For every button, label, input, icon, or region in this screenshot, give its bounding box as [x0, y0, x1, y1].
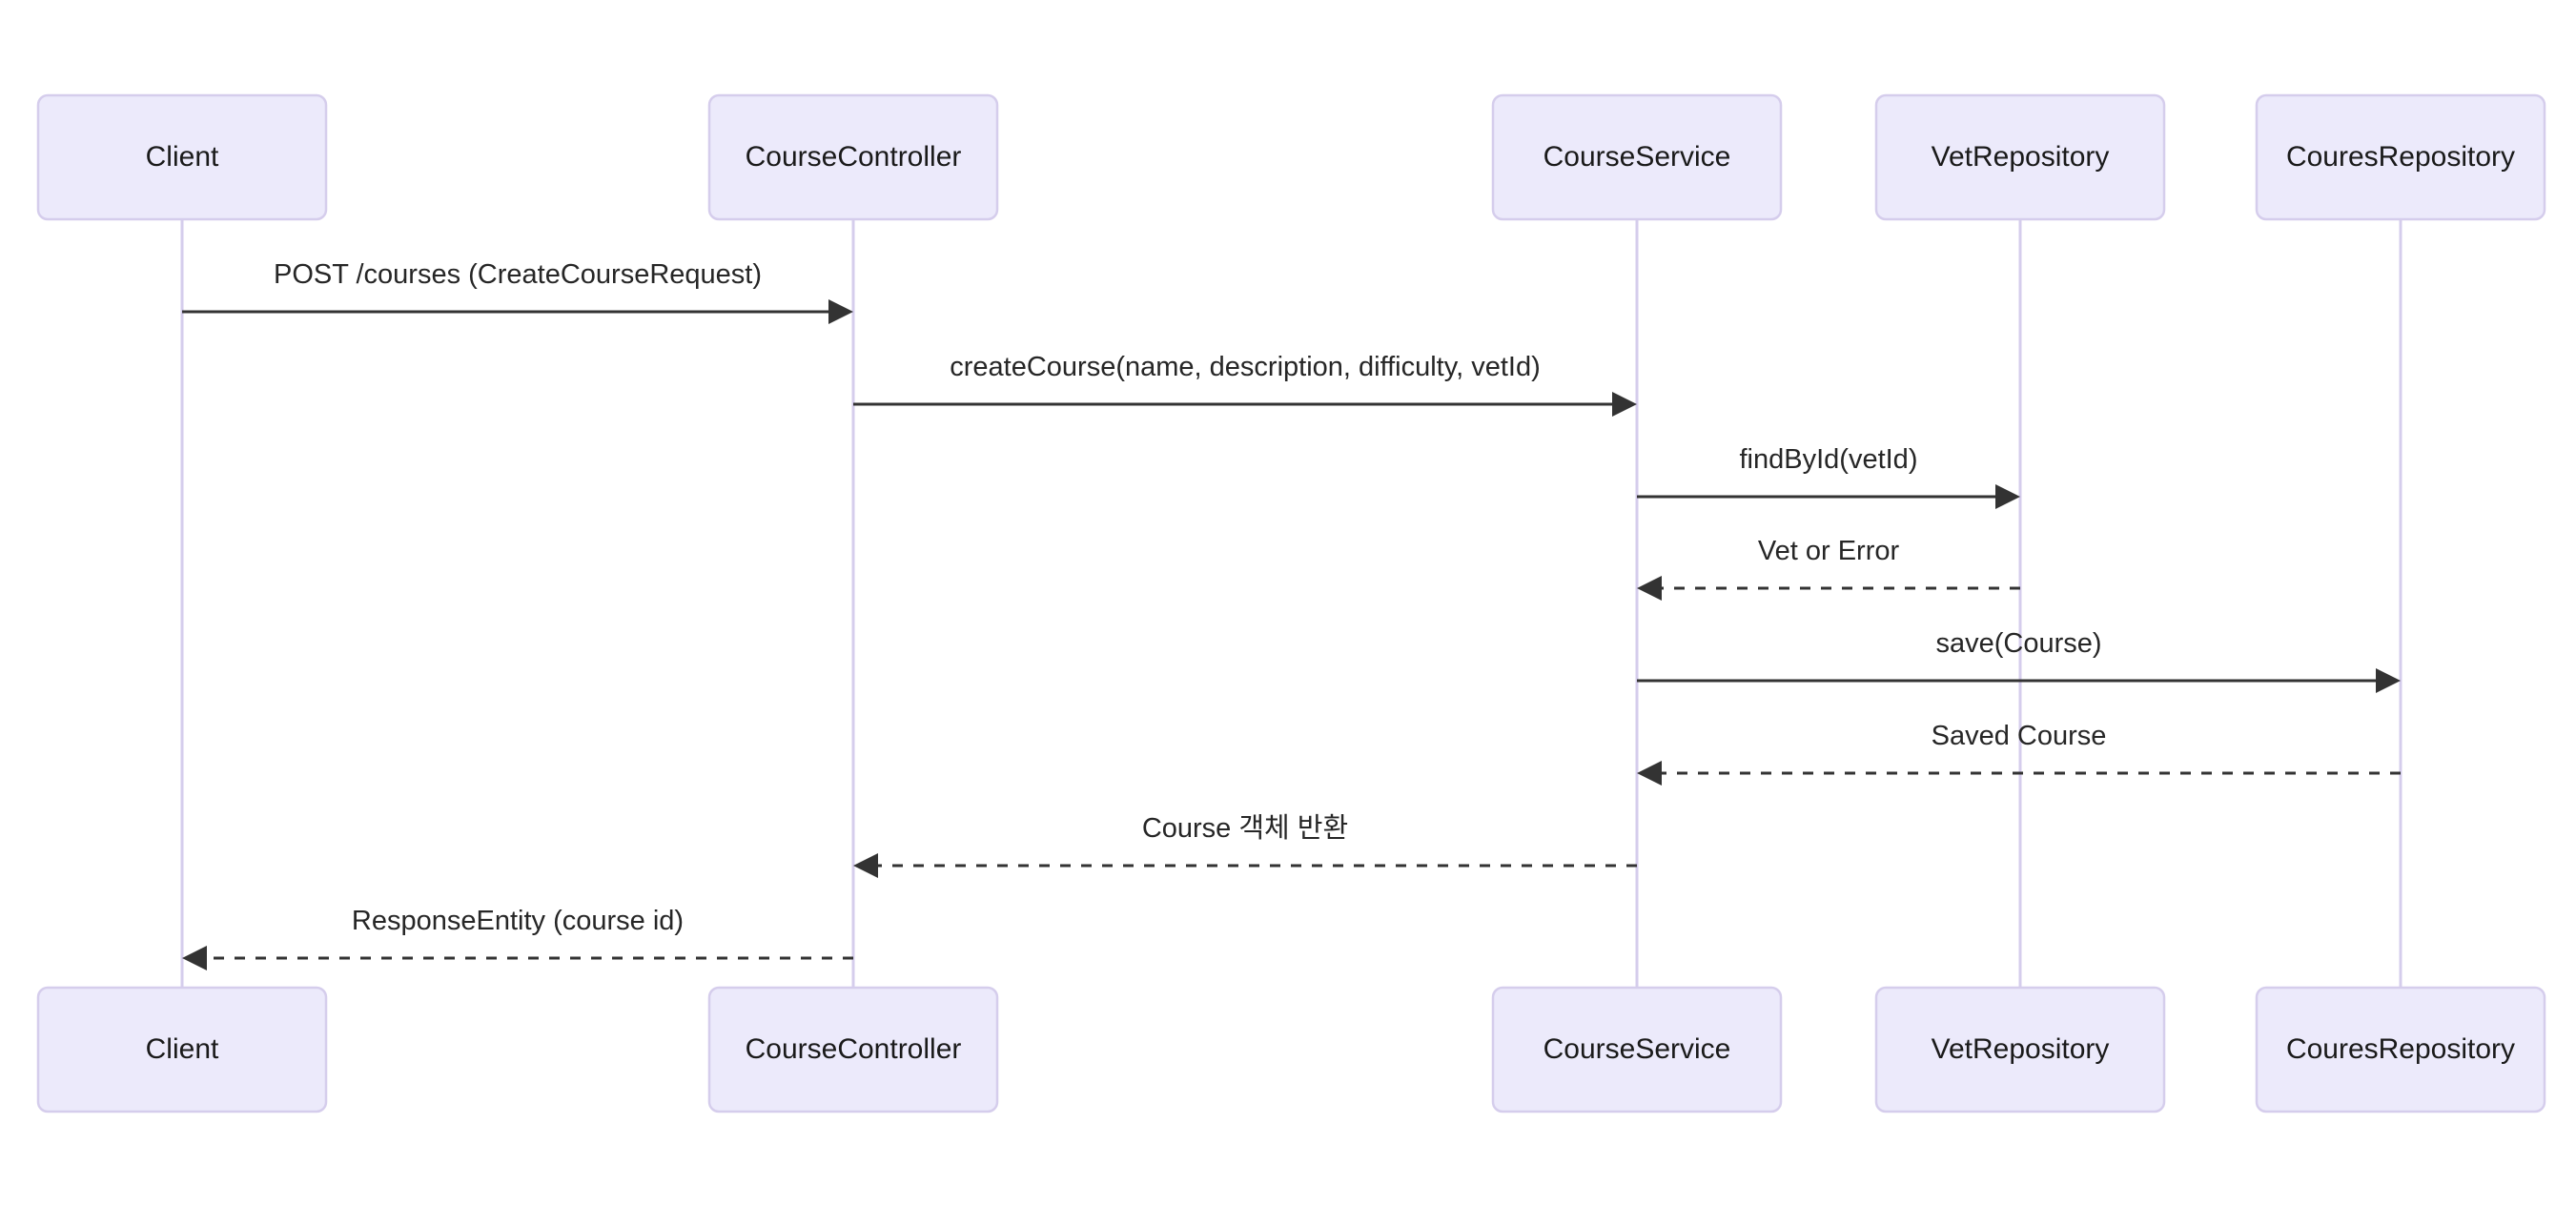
participant-box — [1491, 986, 1783, 1113]
message-label: Saved Course — [1932, 721, 2107, 751]
participant-label: VetRepository — [1932, 1033, 2110, 1065]
arrow-head — [853, 853, 878, 878]
participant-label: Client — [146, 141, 219, 173]
arrow-head — [2376, 668, 2401, 693]
participant-top-courserepo[interactable]: CouresRepository — [2255, 93, 2546, 221]
message-1[interactable]: POST /courses (CreateCourseRequest) — [182, 259, 853, 324]
participant-label: CourseService — [1544, 141, 1731, 173]
participant-label: CourseService — [1544, 1033, 1731, 1065]
participant-box — [2255, 986, 2546, 1113]
participant-label: CourseController — [746, 1033, 962, 1065]
participant-box — [707, 986, 999, 1113]
participant-box — [1491, 93, 1783, 221]
participant-top-client[interactable]: Client — [36, 93, 328, 221]
message-label: findById(vetId) — [1740, 444, 1918, 475]
message-label: ResponseEntity (course id) — [352, 906, 684, 936]
participant-label: Client — [146, 1033, 219, 1065]
actors-bottom-layer: Client CourseController CourseService VetRe… — [36, 986, 2546, 1113]
participant-label: CouresRepository — [2286, 1033, 2515, 1065]
message-4[interactable]: Vet or Error — [1637, 536, 2020, 601]
arrow-head — [1612, 392, 1637, 417]
message-label: createCourse(name, description, difficul… — [950, 352, 1540, 382]
lifelines-layer — [180, 219, 2402, 988]
arrow-head — [1637, 761, 1662, 786]
participant-label: CourseController — [746, 141, 962, 173]
arrow-head — [182, 946, 207, 970]
participant-box — [2255, 93, 2546, 221]
participant-bottom-client[interactable]: Client — [36, 986, 328, 1113]
participant-bottom-service[interactable]: CourseService — [1491, 986, 1783, 1113]
participant-box — [1874, 93, 2166, 221]
participant-top-service[interactable]: CourseService — [1491, 93, 1783, 221]
participant-label: CouresRepository — [2286, 141, 2515, 173]
message-3[interactable]: findById(vetId) — [1637, 444, 2020, 509]
message-label: POST /courses (CreateCourseRequest) — [274, 259, 762, 290]
arrow-head — [1995, 484, 2020, 509]
participant-box — [707, 93, 999, 221]
participant-bottom-controller[interactable]: CourseController — [707, 986, 999, 1113]
message-7[interactable]: Course 객체 반환 — [853, 813, 1637, 878]
participant-box — [1874, 986, 2166, 1113]
arrow-head — [828, 299, 853, 324]
arrow-head — [1637, 576, 1662, 601]
message-label: Vet or Error — [1758, 536, 1900, 566]
participant-label: VetRepository — [1932, 141, 2110, 173]
participant-bottom-vetrepo[interactable]: VetRepository — [1874, 986, 2166, 1113]
message-5[interactable]: save(Course) — [1637, 628, 2401, 693]
participant-top-vetrepo[interactable]: VetRepository — [1874, 93, 2166, 221]
actors-top-layer: Client CourseController CourseService VetRe… — [36, 93, 2546, 221]
participant-bottom-courserepo[interactable]: CouresRepository — [2255, 986, 2546, 1113]
participant-top-controller[interactable]: CourseController — [707, 93, 999, 221]
messages-layer: POST /courses (CreateCourseRequest) creat… — [182, 259, 2401, 970]
message-label: save(Course) — [1935, 628, 2101, 659]
message-6[interactable]: Saved Course — [1637, 721, 2401, 786]
message-8[interactable]: ResponseEntity (course id) — [182, 906, 853, 970]
message-label: Course 객체 반환 — [1142, 813, 1348, 844]
message-2[interactable]: createCourse(name, description, difficul… — [853, 352, 1637, 417]
participant-box — [36, 93, 328, 221]
participant-box — [36, 986, 328, 1113]
